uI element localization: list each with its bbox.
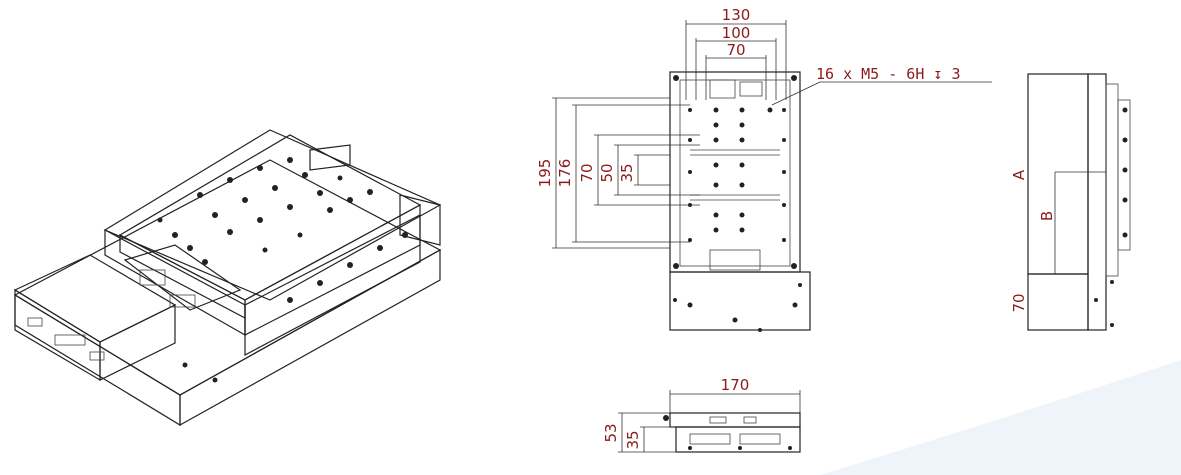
dim-195-label: 195	[536, 159, 554, 188]
front-dim-35-label: 35	[624, 430, 642, 449]
label-b: B	[1038, 211, 1056, 221]
dim-50-label: 50	[598, 163, 616, 182]
dim-70-height-label: 70	[578, 163, 596, 182]
dim-35-label: 35	[618, 163, 636, 182]
dim-130-label: 130	[722, 6, 751, 24]
dim-170-label: 170	[721, 376, 750, 394]
hole-callout-label: 16 x M5 - 6H ↧ 3	[816, 65, 961, 83]
dim-53-label: 53	[602, 423, 620, 442]
top-view: 130 100 70 16 x M5 - 6H ↧ 3	[536, 6, 992, 332]
side-dim-70-label: 70	[1010, 293, 1028, 312]
dim-176-label: 176	[556, 159, 574, 188]
front-view: 170 53 35	[602, 376, 801, 453]
side-view: A B 70	[1010, 73, 1131, 331]
watermark-shape	[820, 360, 1181, 475]
label-a: A	[1010, 169, 1028, 180]
dim-100-label: 100	[722, 24, 751, 42]
isometric-view	[13, 129, 442, 427]
dim-70-width-label: 70	[726, 41, 745, 59]
